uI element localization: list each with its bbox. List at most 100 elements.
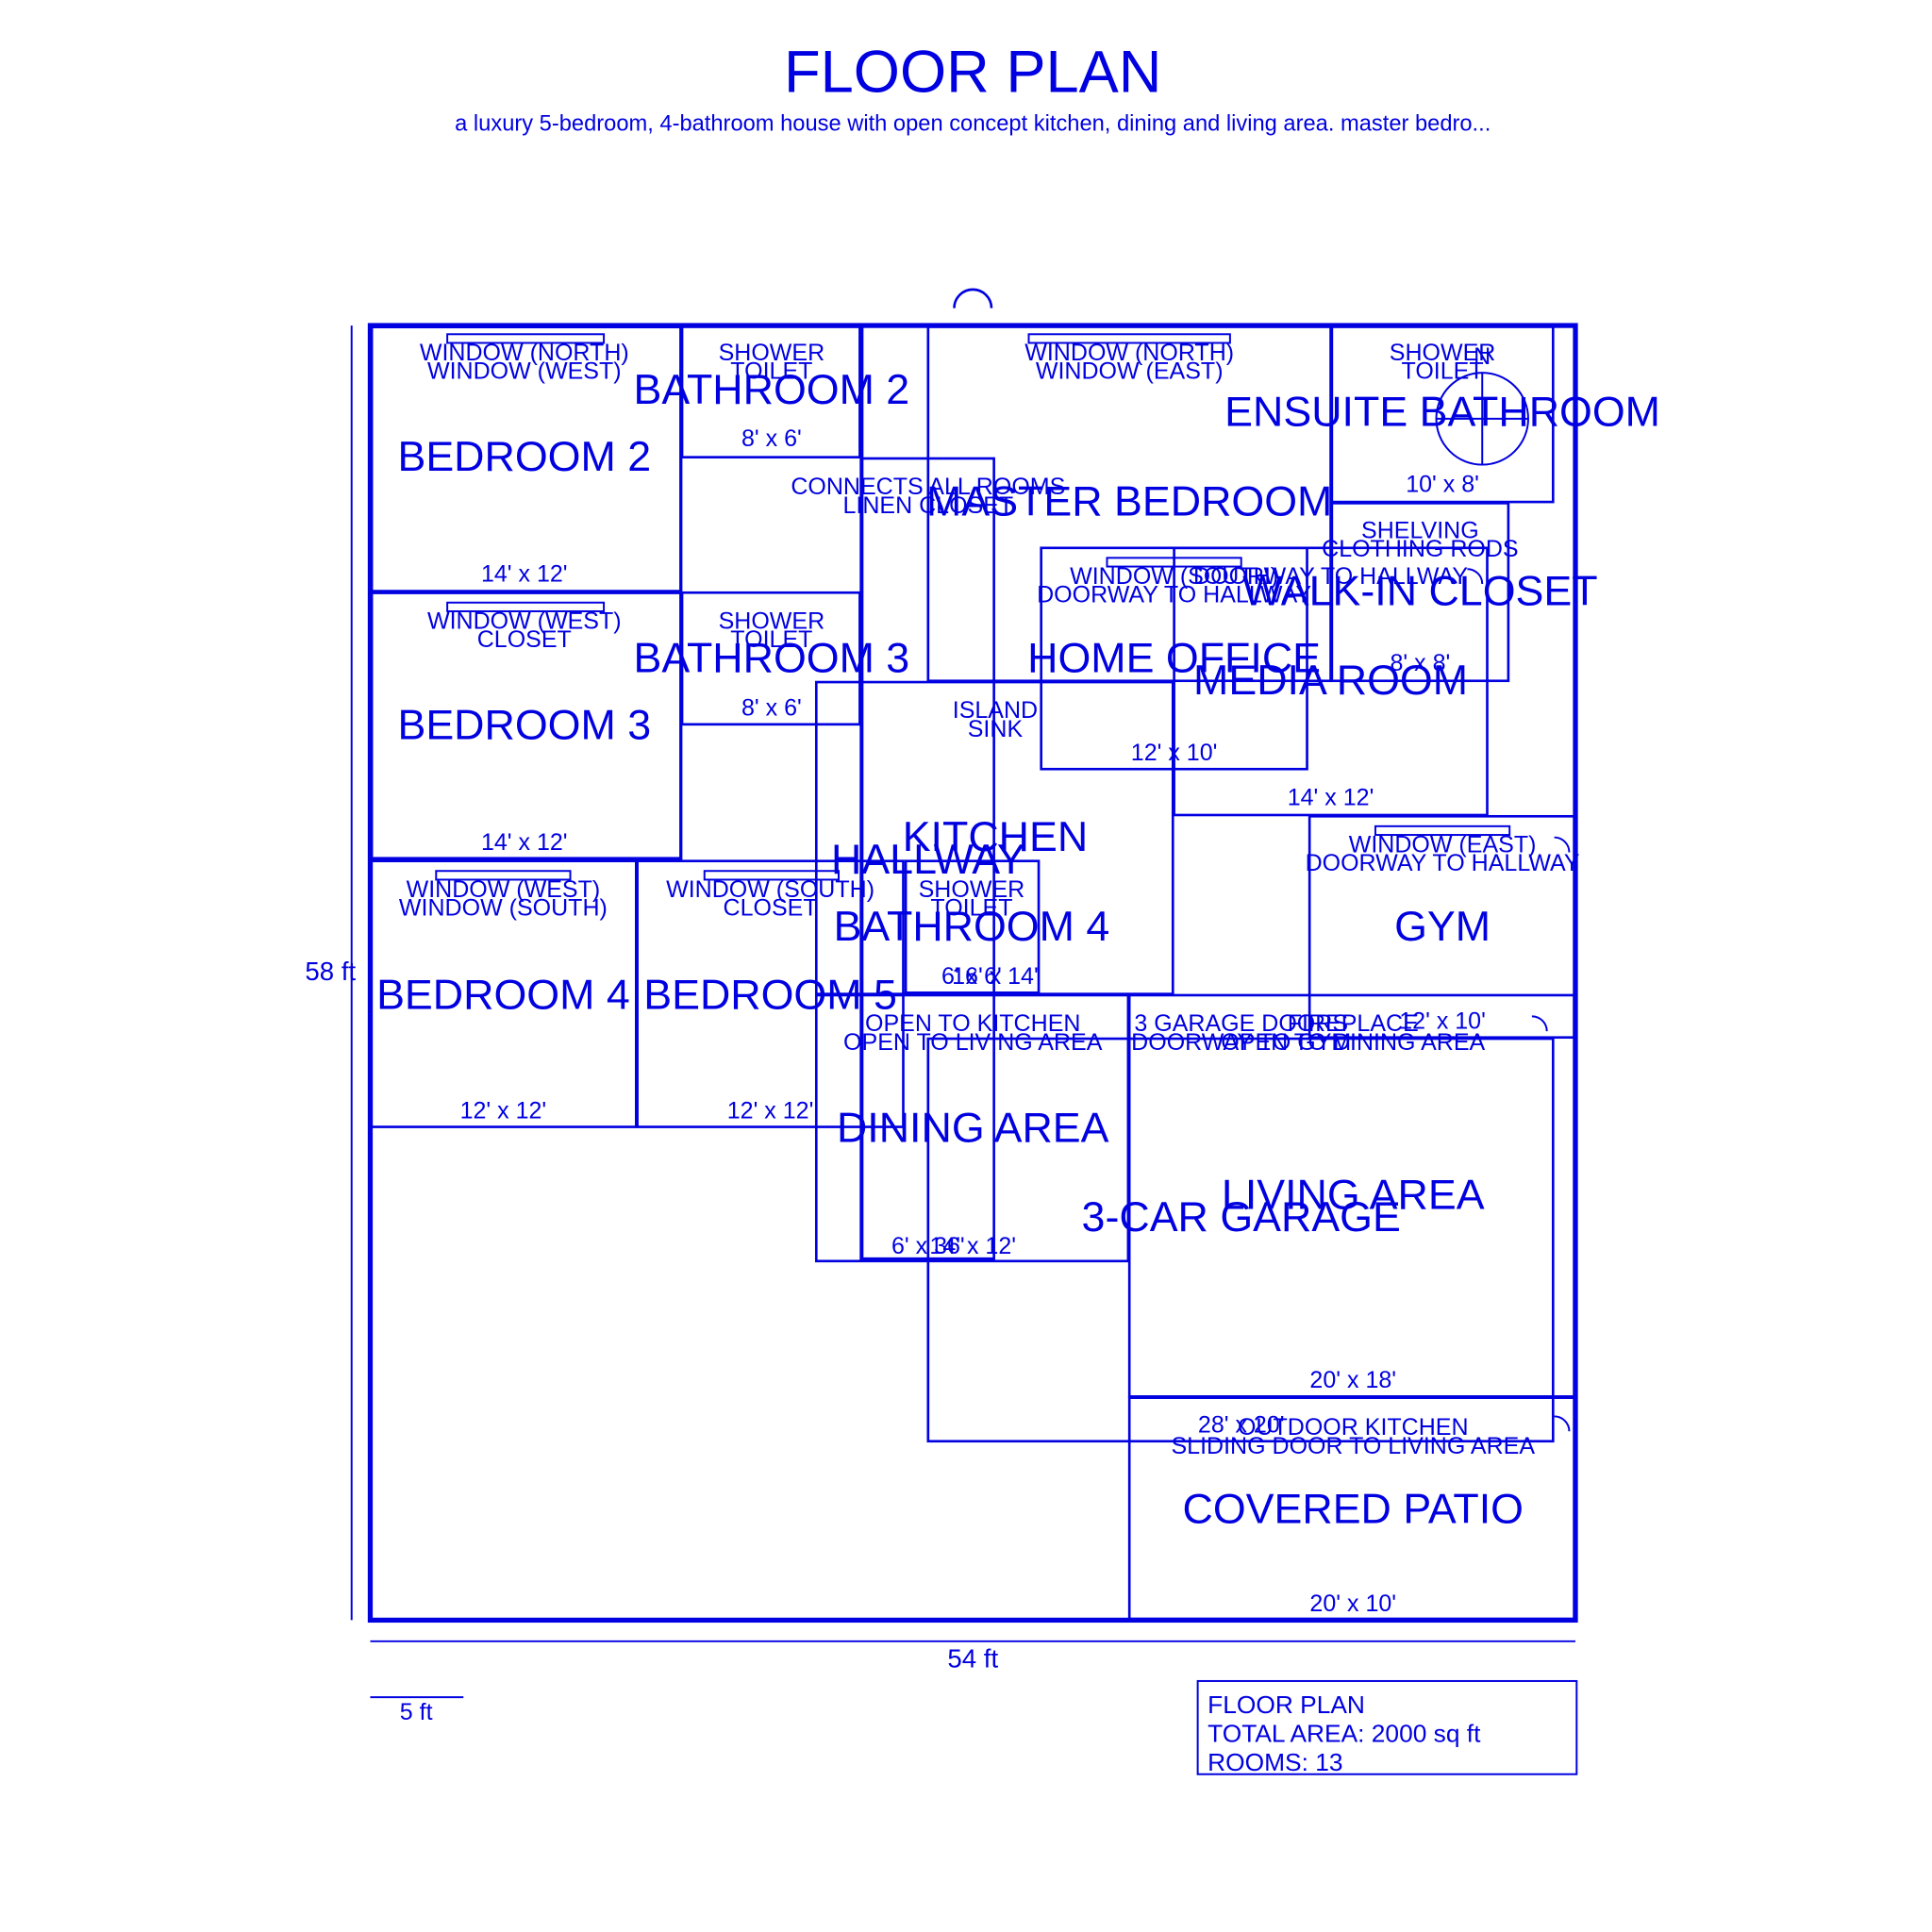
door-arc-icon bbox=[1554, 1415, 1571, 1432]
room-name: BEDROOM 2 bbox=[397, 433, 651, 480]
room-name: WALK-IN CLOSET bbox=[1242, 567, 1597, 614]
room-name: GYM bbox=[1394, 903, 1491, 950]
wall-bathroom-4 bbox=[904, 859, 1041, 994]
room-feature: SHOWER bbox=[1390, 340, 1496, 366]
room-feature: ISLAND bbox=[953, 697, 1038, 724]
room-name: BEDROOM 3 bbox=[397, 702, 651, 749]
compass-north-label: N bbox=[1474, 343, 1491, 370]
room-size: 12' x 12' bbox=[727, 1097, 814, 1124]
room-feature: TOILET bbox=[730, 358, 812, 385]
room-feature: DOORWAY TO HALLWAY bbox=[1306, 850, 1580, 876]
room-name: MEDIA ROOM bbox=[1193, 657, 1468, 704]
info-box-title: FLOOR PLAN bbox=[1208, 1690, 1365, 1719]
door-arc-icon bbox=[1531, 1015, 1548, 1032]
page-title: FLOOR PLAN bbox=[784, 39, 1161, 105]
room-size: 8' x 6' bbox=[741, 695, 802, 722]
room-name: 3-CAR GARAGE bbox=[1082, 1193, 1401, 1241]
room-feature: WINDOW (EAST) bbox=[1349, 831, 1537, 858]
room-feature: WINDOW (NORTH) bbox=[420, 340, 629, 366]
window-gym bbox=[1374, 824, 1511, 837]
height-dimension-label: 58 ft bbox=[305, 957, 356, 986]
room-feature: WINDOW (WEST) bbox=[407, 876, 601, 903]
info-box-border bbox=[1196, 1679, 1578, 1775]
room-size: 8' x 8' bbox=[1390, 650, 1450, 676]
window-bedroom-5 bbox=[703, 870, 840, 881]
room-feature: DOORWAY TO HALLWAY bbox=[1193, 563, 1468, 590]
front-door-icon bbox=[953, 288, 993, 308]
window-bedroom-4 bbox=[435, 870, 572, 881]
room-name: HALLWAY bbox=[831, 836, 1025, 883]
room-size: 10' x 8' bbox=[1406, 472, 1479, 498]
room-feature: SHELVING bbox=[1361, 517, 1479, 543]
room-feature: SLIDING DOOR TO LIVING AREA bbox=[1171, 1433, 1535, 1459]
wall-covered-patio bbox=[1127, 1396, 1576, 1621]
window-symbols bbox=[435, 333, 1511, 881]
room-size: 14' x 12' bbox=[481, 560, 568, 587]
room-feature: OUTDOOR KITCHEN bbox=[1238, 1414, 1469, 1441]
room-size: 14' x 12' bbox=[929, 1233, 1016, 1259]
room-feature: SINK bbox=[968, 716, 1024, 742]
room-feature: OPEN TO DINING AREA bbox=[1221, 1029, 1485, 1056]
room-size: 12' x 10' bbox=[1399, 1008, 1486, 1035]
room-feature: CONNECTS ALL ROOMS bbox=[791, 474, 1065, 500]
room-name: BEDROOM 5 bbox=[643, 971, 897, 1018]
room-feature: WINDOW (NORTH) bbox=[1024, 340, 1234, 366]
room-feature: FIREPLACE bbox=[1288, 1010, 1419, 1037]
window-bedroom-3 bbox=[446, 601, 606, 612]
room-feature: DOORWAY TO GYM bbox=[1131, 1029, 1351, 1056]
room-walls bbox=[370, 325, 1576, 1621]
room-name: COVERED PATIO bbox=[1183, 1486, 1524, 1533]
room-name: BATHROOM 2 bbox=[634, 366, 910, 413]
room-feature: OPEN TO LIVING AREA bbox=[843, 1029, 1103, 1056]
width-dimension-label: 54 ft bbox=[947, 1643, 998, 1673]
compass: N bbox=[1435, 343, 1529, 466]
room-size: 20' x 18' bbox=[1309, 1367, 1396, 1393]
window-bedroom-2 bbox=[446, 333, 606, 344]
room-name: BATHROOM 3 bbox=[634, 635, 910, 682]
room-name: KITCHEN bbox=[903, 813, 1088, 860]
room-feature: SHOWER bbox=[719, 608, 825, 634]
scale-bar-label: 5 ft bbox=[400, 1699, 433, 1725]
info-box: FLOOR PLAN TOTAL AREA: 2000 sq ft ROOMS:… bbox=[1196, 1679, 1578, 1776]
room-size: 8' x 6' bbox=[741, 425, 802, 452]
room-size: 6' x 6' bbox=[941, 963, 1002, 990]
room-feature: DOORWAY TO HALLWAY bbox=[1037, 582, 1311, 608]
door-arcs bbox=[1467, 568, 1571, 1432]
room-name: BEDROOM 4 bbox=[376, 971, 630, 1018]
room-feature: CLOSET bbox=[724, 895, 818, 922]
room-size: 20' x 10' bbox=[1309, 1591, 1396, 1617]
room-feature: SHOWER bbox=[719, 340, 825, 366]
room-size: 14' x 12' bbox=[481, 829, 568, 856]
room-feature: OPEN TO KITCHEN bbox=[865, 1010, 1080, 1037]
room-feature: CLOTHING RODS bbox=[1322, 536, 1518, 562]
room-size: 14' x 12' bbox=[1288, 784, 1374, 810]
wall-dining-area bbox=[814, 993, 1130, 1263]
room-size: 28' x 20' bbox=[1198, 1412, 1285, 1439]
room-name: MASTER BEDROOM bbox=[926, 478, 1332, 525]
room-feature: WINDOW (WEST) bbox=[427, 358, 622, 385]
info-box-total-area: TOTAL AREA: 2000 sq ft bbox=[1208, 1719, 1481, 1747]
room-feature: SHOWER bbox=[919, 876, 1025, 903]
room-size: 12' x 12' bbox=[460, 1097, 547, 1124]
room-feature: TOILET bbox=[930, 895, 1012, 922]
room-size: 12' x 10' bbox=[1131, 740, 1218, 766]
room-feature: TOILET bbox=[730, 626, 812, 653]
room-name: ENSUITE BATHROOM bbox=[1224, 389, 1660, 436]
wall-3-car-garage bbox=[926, 1037, 1555, 1443]
window-home-office bbox=[1106, 557, 1242, 568]
wall-walk-in-closet bbox=[1330, 502, 1510, 683]
room-name: DINING AREA bbox=[837, 1104, 1109, 1151]
dimension-lines: 58 ft 54 ft 5 ft bbox=[305, 325, 1576, 1725]
door-arc-icon bbox=[1554, 836, 1571, 853]
room-name: BATHROOM 4 bbox=[834, 903, 1110, 950]
room-feature: WINDOW (WEST) bbox=[427, 608, 622, 634]
room-feature: LINEN CLOSET bbox=[842, 492, 1013, 519]
room-feature: CLOSET bbox=[477, 626, 572, 653]
room-name: LIVING AREA bbox=[1222, 1171, 1485, 1218]
room-feature: TOILET bbox=[1402, 358, 1484, 385]
wall-gym bbox=[1307, 814, 1576, 1040]
room-labels: WINDOW (NORTH) WINDOW (WEST) BEDROOM 2 1… bbox=[376, 340, 1660, 1617]
room-name: HOME OFFICE bbox=[1027, 635, 1321, 682]
room-feature: 3 GARAGE DOORS bbox=[1134, 1010, 1348, 1037]
